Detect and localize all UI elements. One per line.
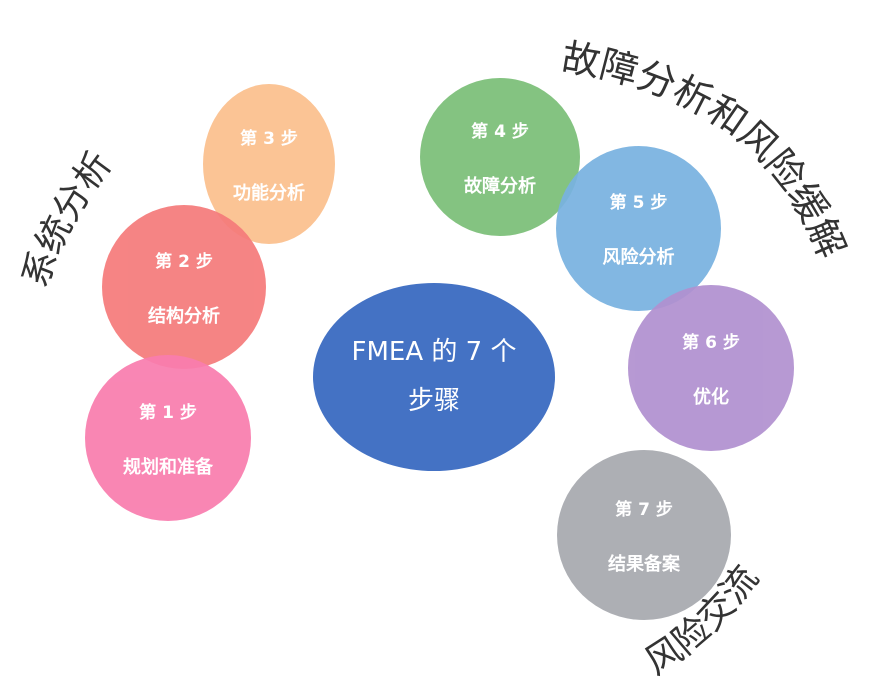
step-name: 风险分析 [602,247,675,268]
step-1-circle: 第 1 步 规划和准备 [85,355,251,521]
step-name: 规划和准备 [123,456,213,478]
center-title-line2: 步骤 [407,386,460,416]
step-number: 第 7 步 [615,499,673,520]
step-number: 第 2 步 [155,251,213,272]
step-name: 优化 [693,386,729,408]
group-label-failure-analysis: 故障分析和风险缓解 [559,35,854,264]
step-name: 结果备案 [608,553,680,575]
step-number: 第 3 步 [240,128,298,149]
center-title-line1: FMEA 的 7 个 [351,336,517,367]
step-number: 第 5 步 [609,193,668,213]
step-name: 功能分析 [233,182,305,204]
step-5-circle: 第 5 步 风险分析 [556,146,721,311]
step-number: 第 6 步 [682,332,740,353]
step-number: 第 1 步 [139,402,197,423]
group-label-risk-communication: 风险交流 [638,558,767,683]
step-name: 结构分析 [148,305,220,327]
step-6-circle: 第 6 步 优化 [628,285,794,451]
step-4-circle: 第 4 步 故障分析 [420,78,580,236]
step-7-circle: 第 7 步 结果备案 [557,450,731,620]
center-ellipse: FMEA 的 7 个 步骤 [313,283,555,471]
group-label-system-analysis: 系统分析 [15,145,120,293]
step-name: 故障分析 [464,175,536,197]
step-number: 第 4 步 [471,121,529,142]
step-2-circle: 第 2 步 结构分析 [102,205,266,369]
